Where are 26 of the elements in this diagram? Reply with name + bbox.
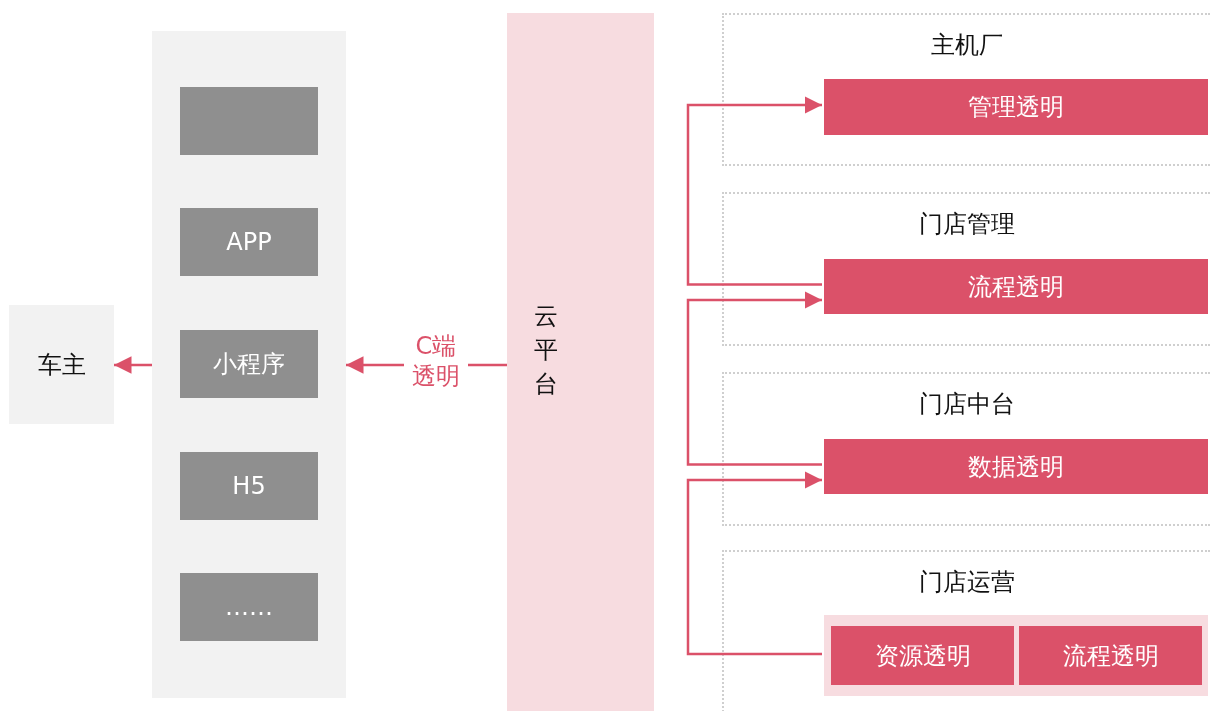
owner-box: 车主 [9,305,114,424]
group-heading: 门店管理 [918,209,1016,240]
channel-panel [152,31,346,698]
channel-box: H5 [180,452,318,520]
dotted-group [722,13,1210,166]
transparency-box: 资源透明 [831,626,1014,685]
channel-box [180,87,318,155]
channel-box: 小程序 [180,330,318,398]
channel-box: APP [180,208,318,276]
arrow [114,356,152,374]
dotted-group [722,372,1210,526]
transparency-box: 流程透明 [824,259,1208,314]
group-heading: 门店运营 [918,567,1016,598]
channel-box: …… [180,573,318,641]
transparency-box: 管理透明 [824,79,1208,135]
dotted-group [722,550,1210,711]
arrow [686,96,822,286]
group-heading: 门店中台 [918,389,1016,420]
transparency-box: 数据透明 [824,439,1208,494]
arrow [686,471,822,656]
transparency-box: 流程透明 [1019,626,1202,685]
dotted-group [722,192,1210,346]
group-background [824,615,1208,696]
arrow [686,291,822,466]
platform-band: 云平台 [507,13,654,711]
group-heading: 主机厂 [930,30,1004,61]
